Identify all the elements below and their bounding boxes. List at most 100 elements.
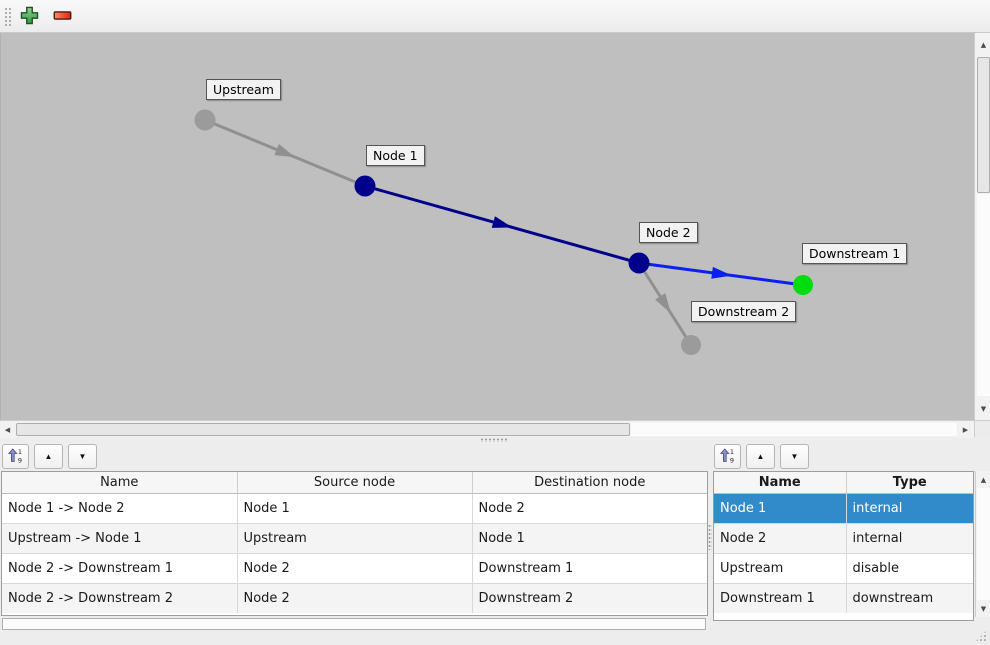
minus-icon xyxy=(53,6,72,28)
graph-vertical-scrollbar: ▲ ▼ xyxy=(974,33,990,420)
svg-text:1: 1 xyxy=(729,448,733,456)
up-arrow-icon: ▲ xyxy=(980,475,987,484)
cell-node-type[interactable]: downstream xyxy=(846,583,973,613)
splitter-handle-dots xyxy=(480,438,508,442)
graph-node-label-upstream[interactable]: Upstream xyxy=(206,79,281,100)
graph-node-label-downstream-2[interactable]: Downstream 2 xyxy=(691,301,797,322)
table-row-selected[interactable]: Node 1 internal xyxy=(714,493,973,524)
cell-node-type[interactable]: internal xyxy=(846,493,973,524)
table-row[interactable]: Node 2 -> Downstream 1 Node 2 Downstream… xyxy=(2,553,707,584)
cell-edge-name[interactable]: Upstream -> Node 1 xyxy=(2,523,238,554)
graph-node-downstream-2[interactable] xyxy=(681,335,701,355)
cell-node-name[interactable]: Downstream 1 xyxy=(714,583,847,613)
vertical-scroll-thumb[interactable] xyxy=(977,57,990,193)
cell-edge-name[interactable]: Node 1 -> Node 2 xyxy=(2,493,238,524)
horizontal-splitter[interactable] xyxy=(0,437,990,442)
up-arrow-icon: ▲ xyxy=(980,40,987,49)
remove-button[interactable] xyxy=(51,6,73,28)
table-row[interactable]: Node 2 -> Downstream 2 Node 2 Downstream… xyxy=(2,583,707,613)
toolbar-drag-handle[interactable] xyxy=(4,7,11,27)
graph-horizontal-scrollbar: ◀ ▶ xyxy=(0,420,974,438)
cell-destination-node[interactable]: Downstream 1 xyxy=(472,553,707,584)
graph-node-node-2[interactable] xyxy=(628,252,650,274)
edge-direction-arrow-icon xyxy=(711,266,732,279)
svg-text:9: 9 xyxy=(729,457,733,465)
down-triangle-icon: ▼ xyxy=(790,452,799,461)
table-row[interactable]: Upstream disable xyxy=(714,553,973,584)
scroll-right-button[interactable]: ▶ xyxy=(958,422,973,438)
sort-button[interactable]: 1 9 xyxy=(714,444,741,469)
cell-source-node[interactable]: Node 1 xyxy=(237,493,473,524)
scroll-down-button[interactable]: ▼ xyxy=(976,397,990,420)
nodes-table-header-row: Name Type xyxy=(714,472,973,494)
svg-text:9: 9 xyxy=(17,457,21,465)
right-arrow-icon: ▶ xyxy=(962,426,969,434)
scroll-left-button[interactable]: ◀ xyxy=(0,422,15,438)
column-header-destination-node[interactable]: Destination node xyxy=(472,472,707,494)
cell-destination-node[interactable]: Node 2 xyxy=(478,501,525,516)
plus-icon xyxy=(20,6,39,28)
cell-edge-name[interactable]: Node 2 -> Downstream 2 xyxy=(2,583,238,613)
graph-node-upstream[interactable] xyxy=(194,109,216,131)
edges-table-horizontal-scrollbar[interactable] xyxy=(2,618,706,630)
move-up-button[interactable]: ▲ xyxy=(746,444,775,469)
up-triangle-icon: ▲ xyxy=(756,452,765,461)
add-button[interactable] xyxy=(18,6,40,28)
scroll-up-button[interactable]: ▲ xyxy=(976,33,990,56)
sort-numeric-icon: 1 9 xyxy=(7,447,24,466)
cell-destination-node[interactable]: Downstream 2 xyxy=(472,583,707,613)
graph-node-node-1[interactable] xyxy=(354,175,376,197)
horizontal-scroll-thumb[interactable] xyxy=(16,423,630,436)
scroll-groove xyxy=(631,423,957,436)
cell-node-name[interactable]: Node 2 xyxy=(714,523,847,554)
scroll-up-button[interactable]: ▲ xyxy=(977,472,990,487)
edges-table: Name Source node Destination node Node 1… xyxy=(2,472,707,613)
column-header-source-node[interactable]: Source node xyxy=(237,472,473,494)
sort-numeric-icon: 1 9 xyxy=(719,447,736,466)
nodes-table-vertical-scrollbar: ▲ ▼ xyxy=(975,471,990,617)
down-arrow-icon: ▼ xyxy=(980,604,987,613)
edge-direction-arrow-icon xyxy=(491,216,513,228)
cell-edge-name[interactable]: Node 2 -> Downstream 1 xyxy=(2,553,238,584)
up-triangle-icon: ▲ xyxy=(44,452,53,461)
cell-destination-node[interactable]: Node 1 xyxy=(472,523,707,554)
table-row[interactable]: Upstream -> Node 1 Upstream Node 1 xyxy=(2,523,707,554)
scroll-groove xyxy=(977,194,990,396)
svg-text:1: 1 xyxy=(17,448,21,456)
move-down-button[interactable]: ▼ xyxy=(68,444,97,469)
graph-node-label-downstream-1[interactable]: Downstream 1 xyxy=(802,243,908,264)
window-resize-grip[interactable] xyxy=(975,630,987,642)
top-toolbar xyxy=(0,0,990,33)
table-row[interactable]: Node 1 -> Node 2 Node 1 Node 2 xyxy=(2,493,707,524)
graph-canvas-svg xyxy=(194,109,813,355)
nodes-table: Name Type Node 1 internal Node 2 interna… xyxy=(714,472,973,613)
cell-node-name[interactable]: Node 1 xyxy=(714,493,847,524)
cell-node-name[interactable]: Upstream xyxy=(714,553,847,584)
scrollbar-corner xyxy=(974,420,990,437)
vertical-splitter[interactable] xyxy=(708,442,712,630)
column-header-name[interactable]: Name xyxy=(714,472,847,494)
graph-node-label-node-2[interactable]: Node 2 xyxy=(639,222,698,243)
move-down-button[interactable]: ▼ xyxy=(780,444,809,469)
edge-direction-arrow-icon xyxy=(655,293,671,314)
cell-source-node[interactable]: Node 2 xyxy=(237,583,473,613)
splitter-handle-dots xyxy=(708,524,712,550)
move-up-button[interactable]: ▲ xyxy=(34,444,63,469)
table-row[interactable]: Downstream 1 downstream xyxy=(714,583,973,613)
bottom-panel: 1 9 ▲ ▼ Name Source node Destination nod… xyxy=(0,442,990,630)
column-header-name[interactable]: Name xyxy=(2,472,238,494)
cell-node-type[interactable]: internal xyxy=(846,523,973,554)
sort-button[interactable]: 1 9 xyxy=(2,444,29,469)
down-arrow-icon: ▼ xyxy=(980,404,987,413)
column-header-type[interactable]: Type xyxy=(846,472,973,494)
cell-source-node[interactable]: Node 2 xyxy=(237,553,473,584)
table-row[interactable]: Node 2 internal xyxy=(714,523,973,554)
scroll-groove xyxy=(977,488,990,600)
cell-node-type[interactable]: disable xyxy=(846,553,973,584)
scroll-down-button[interactable]: ▼ xyxy=(977,601,990,616)
graph-node-label-node-1[interactable]: Node 1 xyxy=(366,145,425,166)
graph-node-downstream-1[interactable] xyxy=(793,275,813,295)
cell-source-node[interactable]: Upstream xyxy=(237,523,473,554)
